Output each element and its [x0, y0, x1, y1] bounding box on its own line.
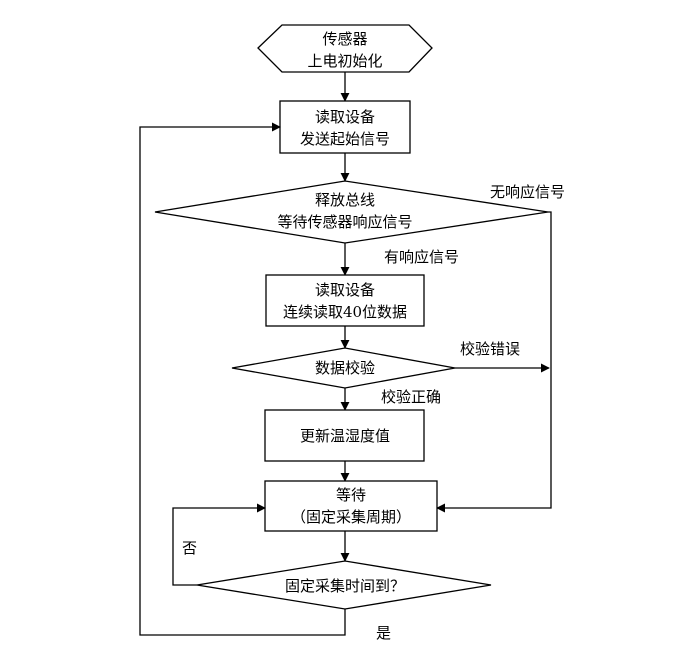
send-start-line2: 发送起始信号 [300, 130, 390, 148]
wait-period-node: 等待 （固定采集周期） [264, 480, 438, 532]
read-data-line2: 连续读取40位数据 [283, 303, 407, 321]
send-start-line1: 读取设备 [315, 108, 375, 126]
label-no: 否 [182, 539, 197, 557]
start-node-line1: 传感器 [322, 30, 367, 48]
wait-response-line2: 等待传感器响应信号 [277, 213, 412, 231]
checksum-label: 数据校验 [315, 359, 375, 377]
time-check-decision: 固定采集时间到？ [196, 560, 492, 610]
label-check-error: 校验错误 [460, 340, 520, 358]
label-no-response: 无响应信号 [490, 183, 565, 201]
start-node: 传感器 上电初始化 [257, 24, 433, 73]
wait-period-line2: （固定采集周期） [291, 508, 411, 526]
connector-yes-loop [139, 122, 346, 636]
wait-response-line1: 释放总线 [315, 191, 375, 209]
label-yes: 是 [376, 624, 391, 642]
connector-no-response [436, 211, 552, 513]
time-check-label: 固定采集时间到？ [285, 577, 405, 595]
label-check-ok: 校验正确 [381, 388, 441, 406]
update-values-label: 更新温湿度值 [300, 427, 390, 445]
wait-response-decision: 释放总线 等待传感器响应信号 [154, 180, 549, 244]
send-start-signal-node: 读取设备 发送起始信号 [279, 100, 411, 154]
read-data-node: 读取设备 连续读取40位数据 [265, 274, 425, 327]
start-node-line2: 上电初始化 [307, 52, 382, 70]
wait-period-line1: 等待 [336, 486, 366, 504]
checksum-decision: 数据校验 [231, 347, 456, 389]
read-data-line1: 读取设备 [315, 281, 375, 299]
label-has-response: 有响应信号 [384, 248, 459, 266]
update-values-node: 更新温湿度值 [264, 409, 425, 462]
connector-no-loop [172, 503, 266, 586]
